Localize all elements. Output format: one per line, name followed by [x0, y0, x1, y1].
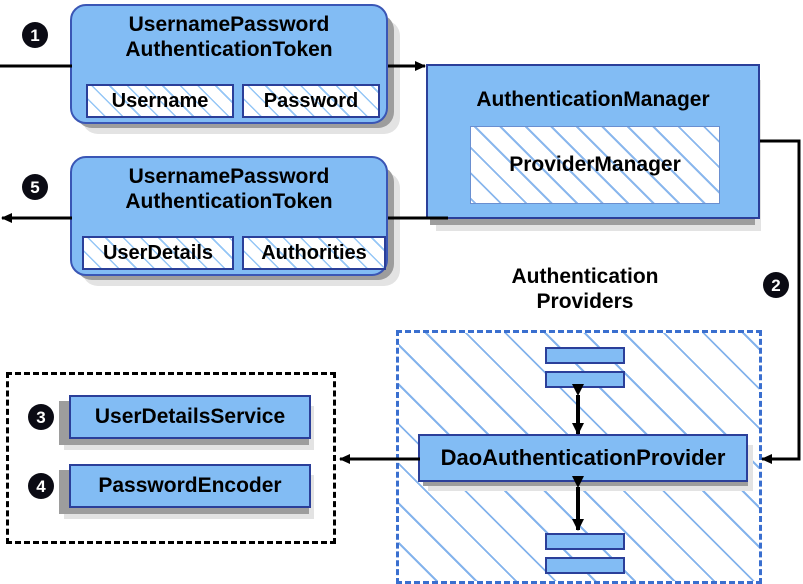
connector-manager-to-provider [760, 139, 801, 464]
response-token-slot-authorities[interactable]: Authorities [242, 236, 386, 270]
badge-step-1: 1 [22, 22, 48, 48]
authentication-manager-title: AuthenticationManager [476, 88, 710, 111]
response-token-title: UsernamePassword AuthenticationToken [125, 165, 333, 213]
badge-step-2: 2 [763, 272, 789, 298]
response-token-slot-userdetails-label: UserDetails [102, 241, 214, 264]
generic-provider-bar-4[interactable] [545, 557, 625, 574]
authentication-manager-node[interactable]: AuthenticationManager ProviderManager [426, 64, 760, 219]
request-token-slot-password[interactable]: Password [242, 84, 380, 118]
response-token-slot-userdetails[interactable]: UserDetails [82, 236, 234, 270]
dao-authentication-provider-node[interactable]: DaoAuthenticationProvider [418, 434, 748, 482]
provider-manager-panel[interactable]: ProviderManager [470, 126, 720, 204]
generic-provider-bar-1[interactable] [545, 347, 625, 364]
request-token-slot-password-label: Password [263, 89, 359, 112]
authentication-providers-caption: Authentication Providers [511, 265, 659, 313]
request-token-slot-username[interactable]: Username [86, 84, 234, 118]
response-token-card[interactable]: UsernamePassword AuthenticationToken Use… [70, 156, 388, 276]
badge-step-3: 3 [28, 404, 54, 430]
generic-provider-bar-3[interactable] [545, 533, 625, 550]
provider-manager-label: ProviderManager [509, 153, 681, 176]
user-details-service-label: UserDetailsService [94, 405, 286, 428]
request-token-slot-username-label: Username [111, 89, 209, 112]
badge-step-5: 5 [22, 174, 48, 200]
password-encoder-node[interactable]: PasswordEncoder [69, 464, 311, 508]
request-token-title: UsernamePassword AuthenticationToken [125, 13, 333, 61]
user-details-service-node[interactable]: UserDetailsService [69, 395, 311, 439]
badge-step-4: 4 [28, 473, 54, 499]
password-encoder-label: PasswordEncoder [98, 474, 282, 497]
dao-authentication-provider-label: DaoAuthenticationProvider [440, 445, 726, 470]
response-token-slot-authorities-label: Authorities [261, 241, 367, 264]
collaborators-container [6, 372, 336, 544]
generic-provider-bar-2[interactable] [545, 371, 625, 388]
request-token-card[interactable]: UsernamePassword AuthenticationToken Use… [70, 4, 388, 124]
